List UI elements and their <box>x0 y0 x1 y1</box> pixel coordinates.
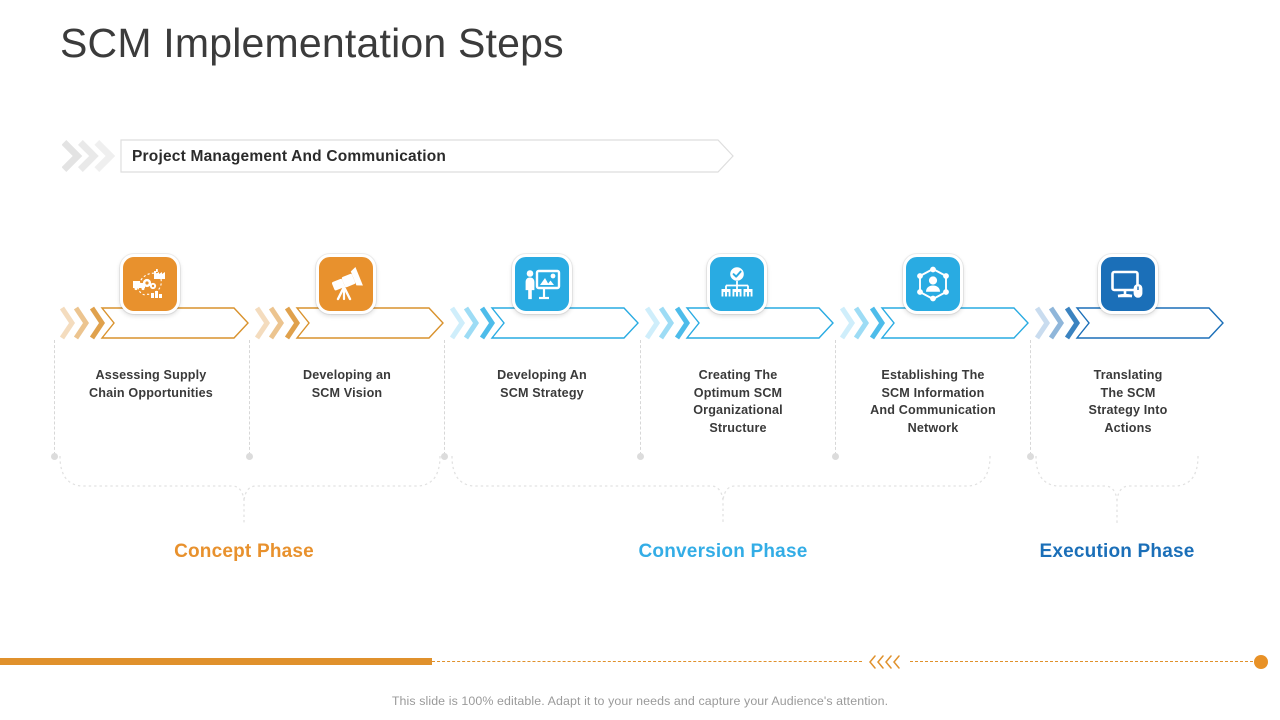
step-3-label-line-1: Developing An <box>497 368 587 382</box>
divider-line-1 <box>249 340 251 455</box>
footer-dashed-line-left <box>432 661 862 662</box>
divider-dot-0 <box>51 453 58 460</box>
step-1-icon-tile[interactable] <box>120 254 180 314</box>
step-1-label-line-1: Assessing Supply <box>95 368 207 382</box>
footer-chevron-icons <box>869 655 900 669</box>
step-1-label-line-2: Chain Opportunities <box>89 385 213 400</box>
step-4-label-line-2: Optimum SCM <box>693 385 783 400</box>
bracket-conversion-left <box>451 455 724 524</box>
arrow-segment-2 <box>254 306 444 340</box>
bracket-execution-right <box>1116 455 1199 501</box>
footer-dashed-line-right <box>910 661 1258 662</box>
footer-end-dot <box>1254 655 1268 669</box>
bracket-concept-left <box>59 455 245 524</box>
step-5-label-line-3: And Communication <box>870 403 996 417</box>
phase-label-conversion: Conversion Phase <box>638 541 808 562</box>
divider-line-0 <box>54 340 56 455</box>
step-6-icon-tile[interactable] <box>1098 254 1158 314</box>
footer-note: This slide is 100% editable. Adapt it to… <box>391 694 889 708</box>
step-5-label-line-4: Network <box>907 420 959 435</box>
step-2-label: Developing an SCM Vision <box>258 367 436 402</box>
step-5-label-line-1: Establishing The <box>881 368 985 382</box>
page-title: SCM Implementation Steps <box>60 20 564 66</box>
arrow-segment-4 <box>644 306 834 340</box>
supply-chain-network-icon <box>130 264 170 304</box>
divider-dot-4 <box>832 453 839 460</box>
bracket-execution-left <box>1035 455 1118 524</box>
process-arrow-band <box>59 306 1224 340</box>
step-1-label: Assessing Supply Chain Opportunities <box>62 367 240 402</box>
divider-line-2 <box>444 340 446 455</box>
divider-line-4 <box>835 340 837 455</box>
step-6-label-line-1: Translating <box>1093 368 1163 382</box>
step-6-label-line-3: Strategy Into <box>1088 403 1168 417</box>
footer-accent-bar <box>0 658 432 665</box>
banner-chevron-icons <box>62 140 116 172</box>
step-2-label-line-2: SCM Vision <box>311 385 383 400</box>
bracket-concept-right <box>243 455 441 501</box>
step-6-label: Translating The SCM Strategy Into Action… <box>1039 367 1217 437</box>
telescope-icon <box>327 265 365 303</box>
phase-label-concept: Concept Phase <box>174 541 314 562</box>
step-3-label-line-2: SCM Strategy <box>500 385 584 400</box>
step-2-label-line-1: Developing an <box>302 368 392 382</box>
step-4-label: Creating The Optimum SCM Organizational … <box>649 367 827 437</box>
step-6-label-line-2: The SCM <box>1100 385 1156 400</box>
bracket-conversion-right <box>722 455 991 501</box>
divider-line-3 <box>640 340 642 455</box>
step-3-label: Developing An SCM Strategy <box>453 367 631 402</box>
step-5-label: Establishing The SCM Information And Com… <box>843 367 1023 437</box>
step-5-icon-tile[interactable] <box>903 254 963 314</box>
step-5-label-line-2: SCM Information <box>881 385 985 400</box>
step-6-label-line-4: Actions <box>1104 420 1152 435</box>
divider-dot-3 <box>637 453 644 460</box>
divider-line-5 <box>1030 340 1032 455</box>
arrow-segment-6 <box>1034 306 1224 340</box>
org-chart-check-icon <box>718 265 756 303</box>
banner-label: Project Management And Communication <box>132 148 447 165</box>
arrow-segment-3 <box>449 306 639 340</box>
divider-dot-5 <box>1027 453 1034 460</box>
divider-dot-1 <box>246 453 253 460</box>
banner-arrow-shape <box>120 139 734 173</box>
arrow-segment-5 <box>839 306 1029 340</box>
monitor-mouse-icon <box>1109 265 1147 303</box>
divider-dot-2 <box>441 453 448 460</box>
step-4-label-line-4: Structure <box>709 420 767 435</box>
step-4-label-line-1: Creating The <box>698 368 778 382</box>
presentation-board-icon <box>523 265 561 303</box>
step-4-icon-tile[interactable] <box>707 254 767 314</box>
step-4-label-line-3: Organizational <box>693 403 783 417</box>
phase-label-execution: Execution Phase <box>1039 541 1195 562</box>
step-2-icon-tile[interactable] <box>316 254 376 314</box>
banner-project-management <box>62 139 734 173</box>
arrow-segment-1 <box>59 306 249 340</box>
people-network-icon <box>914 265 952 303</box>
step-3-icon-tile[interactable] <box>512 254 572 314</box>
